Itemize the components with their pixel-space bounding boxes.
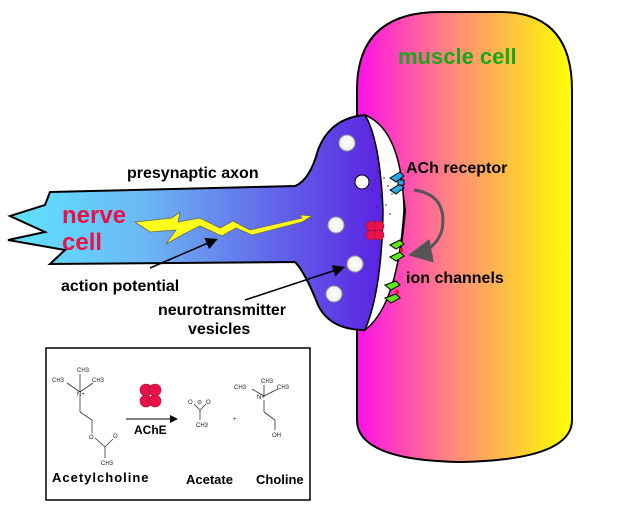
vesicles-label: vesicles xyxy=(188,321,250,338)
vesicle xyxy=(346,255,364,273)
vesicle xyxy=(338,134,356,152)
n-plus-text: N+ xyxy=(77,392,85,398)
ch3-text: CH3 xyxy=(277,385,290,391)
acetylcholine-structure xyxy=(66,374,114,458)
signal-arrow xyxy=(408,188,445,263)
vesicle xyxy=(327,216,345,234)
action-potential-label: action potential xyxy=(61,278,179,295)
ache-enzyme-icon xyxy=(365,220,385,241)
ch3-text: CH3 xyxy=(101,461,114,467)
acetylcholine-label: Acetylcholine xyxy=(52,470,150,485)
acetate-structure xyxy=(193,403,207,420)
vesicles xyxy=(325,134,364,303)
muscle-cell xyxy=(356,11,573,464)
ch3-text: CH3 xyxy=(261,379,274,385)
neurotransmitter-dots xyxy=(371,171,393,215)
choline-structure xyxy=(251,385,279,430)
choline-label: Choline xyxy=(256,472,304,487)
o-text: O xyxy=(188,400,193,406)
acetate-label: Acetate xyxy=(186,472,233,487)
ch3-text: CH3 xyxy=(196,423,209,429)
vesicle-pointer xyxy=(244,265,345,301)
vesicle xyxy=(325,285,343,303)
muscle-cell-label: muscle cell xyxy=(398,44,517,69)
plus-text: + xyxy=(233,417,237,423)
fusing-vesicle xyxy=(354,174,370,190)
n-plus-text: N+ xyxy=(257,395,265,401)
minus-text: ⊖ xyxy=(197,400,202,406)
action-potential-pointer xyxy=(149,238,218,269)
ache-label: AChE xyxy=(134,423,167,437)
action-potential-bolt xyxy=(133,211,314,245)
ache-icon xyxy=(139,383,162,408)
ion-channel-icon xyxy=(389,239,405,262)
ach-receptor-icon xyxy=(389,171,405,195)
o-text: O xyxy=(113,434,118,440)
ach-receptor-label: ACh receptor xyxy=(406,160,507,177)
oh-text: OH xyxy=(272,433,281,439)
ch3-text: CH3 xyxy=(52,378,65,384)
presynaptic-axon-label: presynaptic axon xyxy=(127,165,259,182)
reaction-box xyxy=(45,347,311,501)
ion-channels-label: ion channels xyxy=(406,270,504,287)
nerve-label: nerve xyxy=(62,202,126,229)
ion-channel-icon xyxy=(384,280,401,304)
ch3-text: CH3 xyxy=(77,368,90,374)
neurotransmitter-label: neurotransmitter xyxy=(158,302,286,319)
ch3-text: CH3 xyxy=(234,385,247,391)
o-text: O xyxy=(206,400,211,406)
ch3-text: CH3 xyxy=(92,378,105,384)
cell-label: cell xyxy=(62,229,102,256)
o-text: O xyxy=(89,435,94,441)
